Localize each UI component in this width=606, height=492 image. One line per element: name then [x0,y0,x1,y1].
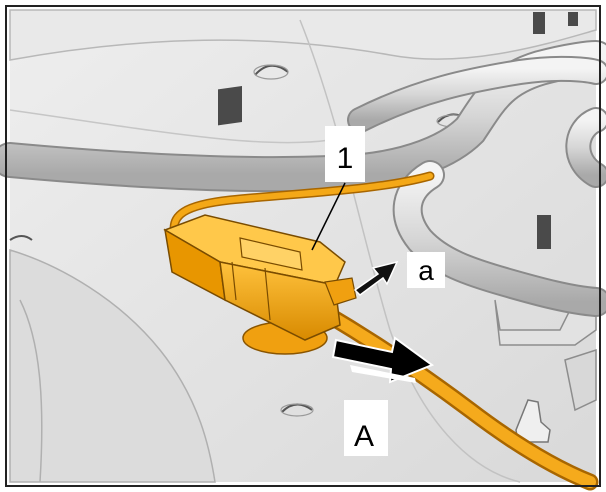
panel-slot-1 [218,85,242,126]
callout-label-A: A [354,420,374,453]
panel-slot-2 [537,215,551,249]
panel-contour-ridge [19,299,43,483]
harness-branch-upper-fill [349,57,606,131]
connector-body-side [219,261,341,341]
orange-wire-loop-fill [171,173,433,238]
arrow-a [353,260,399,296]
callout-label-a: a [418,255,434,286]
connector-lock-tab [324,277,357,306]
panel-slot-4 [568,12,578,26]
arrow-A [331,336,435,384]
panel-hole-1 [254,64,289,76]
panel-hole-3-rim [280,403,314,417]
connector-rib [264,267,271,321]
harness-branch-down-fill [394,162,606,315]
panel-slot-3 [533,12,545,34]
callout-1-leader [311,182,346,251]
panel-hole-1-rim [253,64,289,80]
orange-wire-exit-fill [314,304,596,488]
callout-box-a [407,252,445,288]
panel-contour-mid [9,109,331,144]
callout-box-A [344,400,388,456]
harness-right-loop-fill [567,109,606,186]
mounting-bracket-lower [564,348,597,412]
arrow-A-shadow [350,365,416,383]
panel-hole-4 [9,235,33,241]
connector-1 [163,214,357,341]
connector-rib-2 [231,261,237,301]
connector-latch [239,237,303,271]
figure-frame [5,5,601,487]
panel-contour-upper [9,9,597,61]
panel-contour-right [299,19,521,483]
callout-box-1 [325,126,365,182]
callout-label-1: 1 [337,142,354,175]
panel-contour-left [9,248,216,483]
